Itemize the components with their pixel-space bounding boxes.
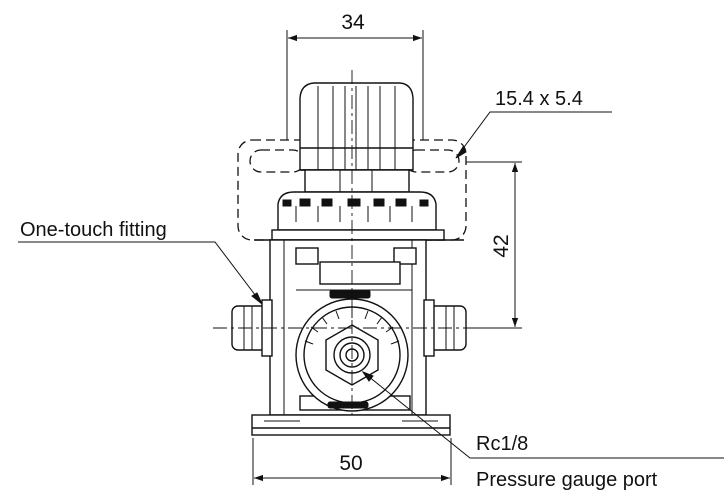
adjustment-knob: [299, 82, 414, 193]
dimension-height-label: 42: [490, 234, 513, 257]
base-bracket: [251, 414, 451, 436]
callout-pressure-gauge-port: Rc1/8 Pressure gauge port: [361, 370, 724, 491]
callout-slot-size-label: 15.4 x 5.4: [495, 88, 583, 110]
callout-port-thread-label: Rc1/8: [476, 433, 528, 455]
callout-one-touch-fitting-label: One-touch fitting: [20, 219, 167, 241]
callout-slot-size: 15.4 x 5.4: [455, 88, 612, 159]
dimension-top-width: 34: [286, 11, 424, 140]
dimension-bottom-width: 50: [252, 438, 452, 485]
dimension-bottom-width-label: 50: [339, 452, 362, 475]
dimension-top-width-label: 34: [341, 11, 365, 34]
center-lines: [213, 70, 490, 430]
dimension-height: 42: [466, 161, 522, 329]
callout-one-touch-fitting: One-touch fitting: [18, 219, 263, 305]
callout-port-name-label: Pressure gauge port: [476, 469, 658, 491]
bonnet-ring: [254, 191, 464, 241]
